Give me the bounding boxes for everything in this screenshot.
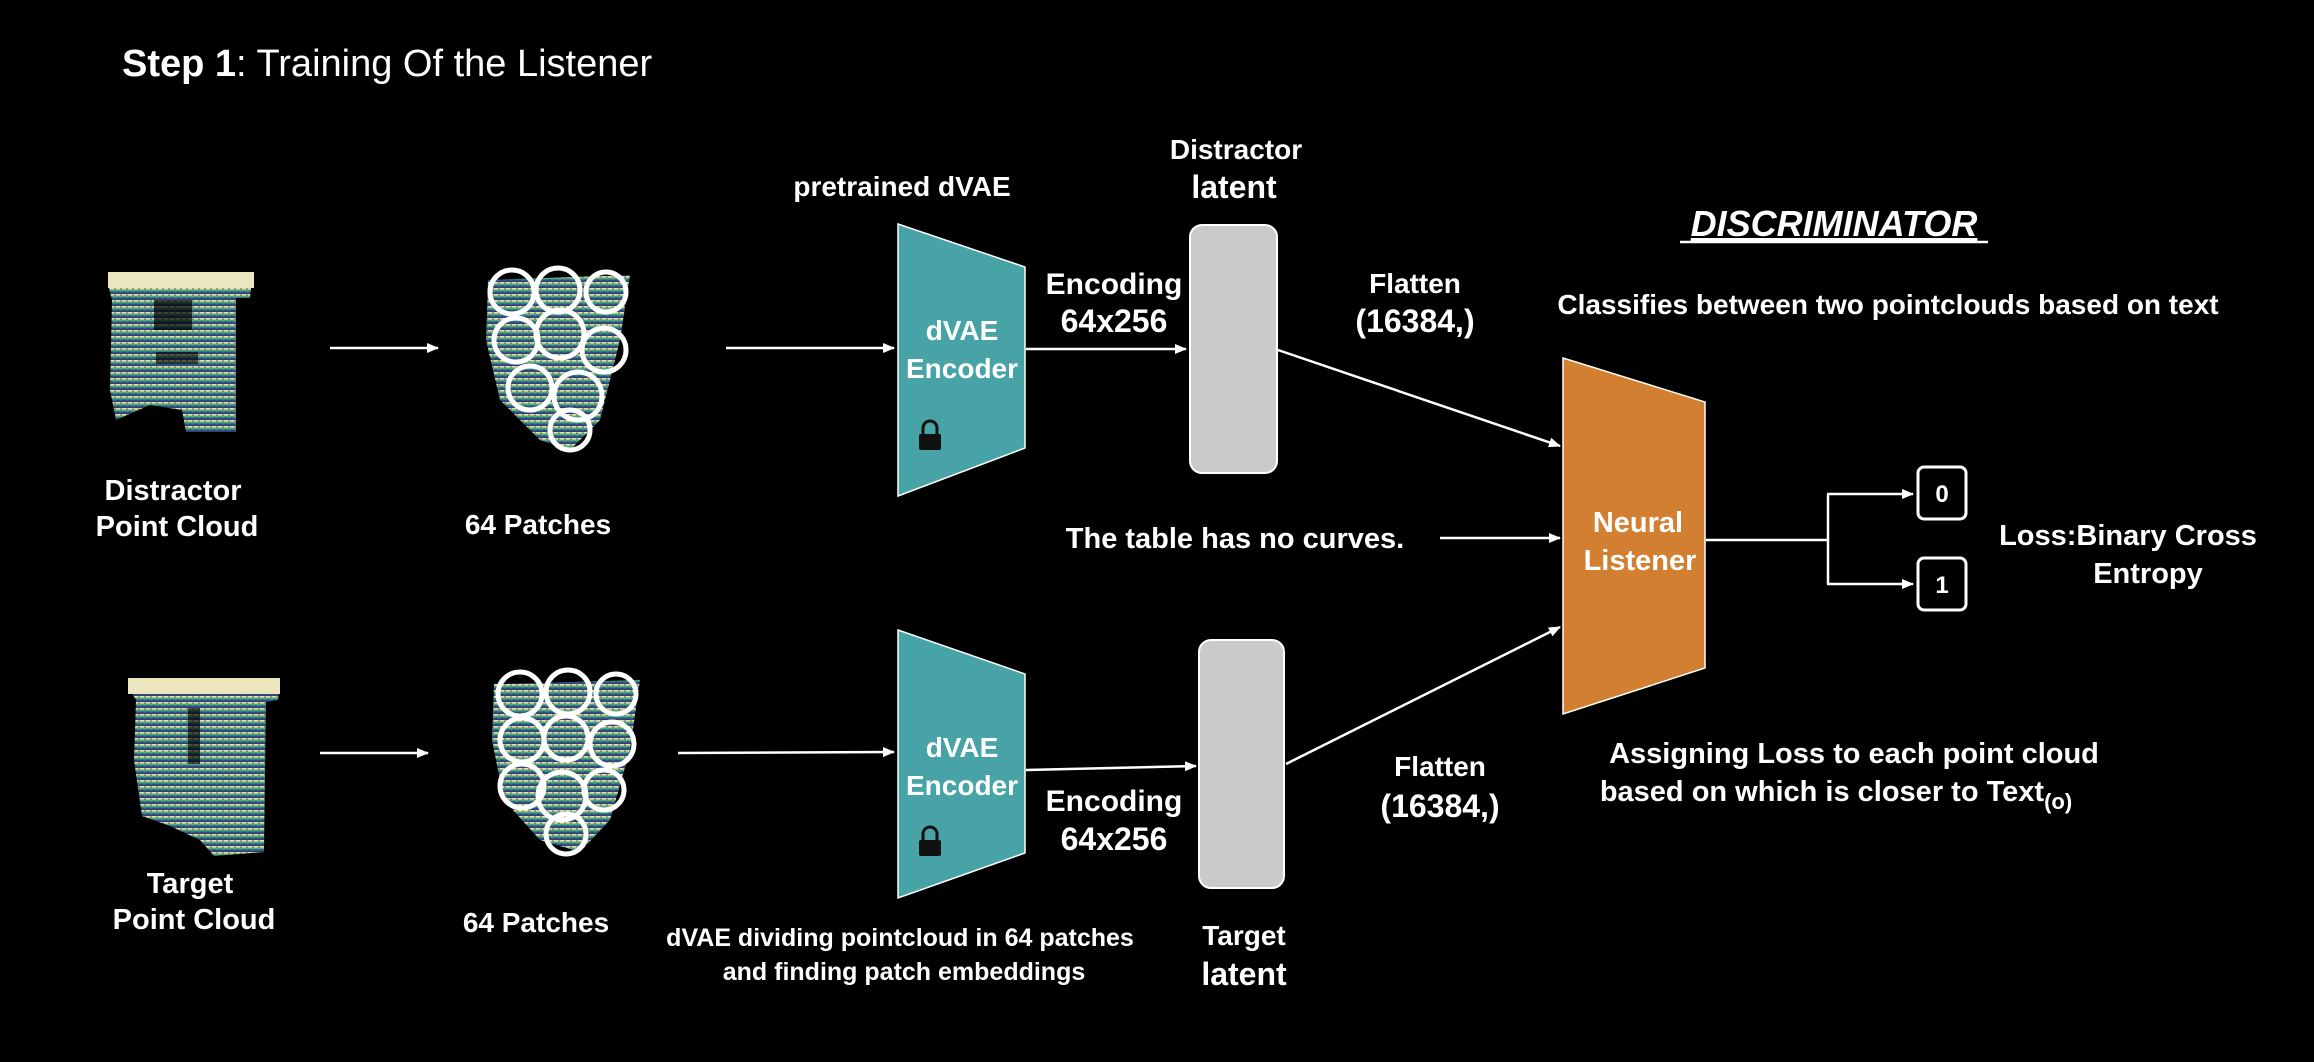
discriminator-subtitle: Classifies between two pointclouds based… [1557, 289, 2218, 320]
distractor-flatten-line-1: Flatten [1369, 268, 1461, 299]
target-lock-icon [919, 825, 941, 856]
output-zero-box [1916, 465, 1968, 521]
distractor-encoder-line-2: Encoder [906, 353, 1018, 384]
page-title: Step 1: Training Of the Listener [122, 43, 653, 85]
distractor-encoder-caption: pretrained dVAE [793, 171, 1010, 202]
target-latent-block [1198, 639, 1285, 889]
distractor-flatten-line-2: (16384,) [1355, 303, 1474, 339]
target-encoder-line-1: dVAE [926, 732, 999, 763]
output-one-label: 1 [1935, 572, 1948, 599]
distractor-point-cloud-image [108, 272, 254, 432]
distractor-dvae-encoder [897, 222, 1026, 498]
distractor-patches-image [486, 265, 630, 453]
output-zero-label: 0 [1935, 481, 1948, 508]
distractor-patches-label: 64 Patches [465, 509, 611, 540]
arrow-target-encoder-to-latent [1025, 761, 1197, 772]
loss-line-1: Loss:Binary Cross [1999, 520, 2257, 552]
title-step: Step 1 [122, 43, 236, 85]
loss-line-2: Entropy [2093, 558, 2203, 590]
target-patches-image [492, 667, 640, 857]
assign-loss-line-1: Assigning Loss to each point cloud [1609, 738, 2099, 770]
arrow-target-patches-to-encoder [677, 747, 895, 758]
dvae-note-line-2: and finding patch embeddings [723, 958, 1086, 986]
target-dvae-encoder [897, 628, 1026, 900]
distractor-latent-block [1189, 224, 1278, 474]
arrow-distractor-latent-to-listener [1277, 348, 1561, 448]
output-one-box [1916, 556, 1968, 612]
target-encoding-line-2: 64x256 [1061, 821, 1168, 857]
distractor-encoding-line-2: 64x256 [1061, 303, 1168, 339]
distractor-lock-icon [919, 419, 941, 450]
target-encoding-line-1: Encoding [1046, 785, 1183, 818]
distractor-encoding-line-1: Encoding [1046, 268, 1183, 301]
neural-listener-block [1562, 356, 1706, 716]
title-text: : Training Of the Listener [236, 43, 652, 85]
target-latent-line-1: Target [1202, 920, 1286, 951]
target-latent-line-2: latent [1201, 956, 1287, 992]
distractor-latent-line-1: Distractor [1170, 134, 1302, 165]
distractor-encoder-line-1: dVAE [926, 315, 999, 346]
target-encoder-line-2: Encoder [906, 770, 1018, 801]
distractor-cloud-label-2: Point Cloud [96, 511, 259, 543]
target-flatten-line-2: (16384,) [1380, 788, 1499, 824]
assign-loss-line-2-text: based on which is closer to Text [1600, 776, 2045, 808]
neural-listener-line-1: Neural [1593, 507, 1683, 539]
discriminator-heading: DISCRIMINATOR [1691, 203, 1978, 244]
assign-loss-subscript: (o) [2044, 789, 2072, 814]
target-patches-label: 64 Patches [463, 907, 609, 938]
text-input-sentence: The table has no curves. [1066, 523, 1404, 555]
neural-listener-line-2: Listener [1584, 545, 1697, 577]
target-cloud-label-2: Point Cloud [113, 904, 276, 936]
assign-loss-line-2: based on which is closer to Text(o) [1600, 776, 2072, 814]
distractor-latent-line-2: latent [1191, 169, 1277, 205]
target-cloud-label-1: Target [147, 868, 234, 900]
distractor-cloud-label-1: Distractor [105, 475, 242, 507]
target-flatten-line-1: Flatten [1394, 751, 1486, 782]
dvae-note-line-1: dVAE dividing pointcloud in 64 patches [666, 924, 1134, 952]
arrow-target-latent-to-listener [1285, 625, 1561, 766]
target-point-cloud-image [128, 678, 280, 856]
